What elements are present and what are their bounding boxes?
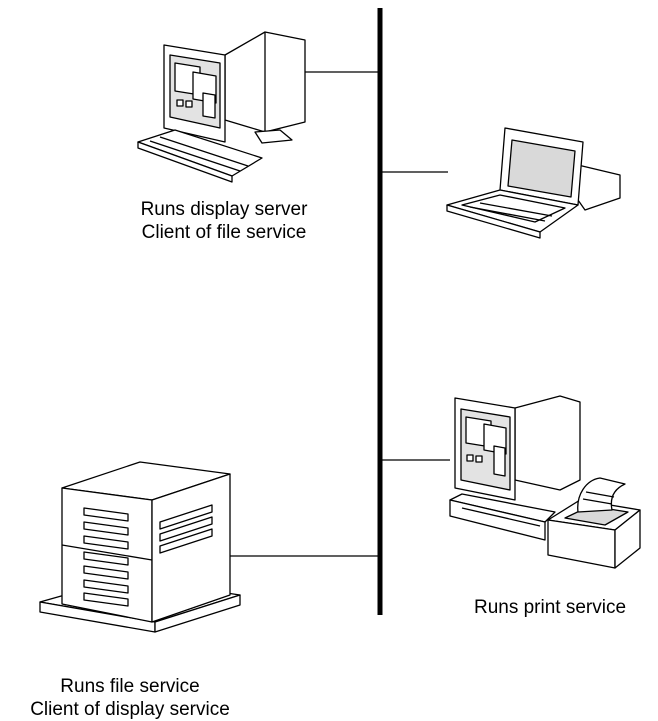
print-station-icon <box>449 395 641 569</box>
print-station-caption: Runs print service <box>440 596 658 619</box>
file-server-caption-line1: Runs file service <box>60 676 200 697</box>
workstation-caption: Runs display server Client of file servi… <box>88 198 360 244</box>
file-server-icon <box>39 461 241 633</box>
file-server-caption-line2: Client of display service <box>30 699 230 720</box>
print-station-caption-line1: Runs print service <box>473 597 627 618</box>
workstation-caption-line2: Client of file service <box>141 222 307 243</box>
file-server-caption: Runs file service Client of display serv… <box>0 675 260 721</box>
workstation-caption-line1: Runs display server <box>140 199 308 220</box>
workstation-icon <box>137 31 306 183</box>
laptop-icon <box>446 127 621 239</box>
